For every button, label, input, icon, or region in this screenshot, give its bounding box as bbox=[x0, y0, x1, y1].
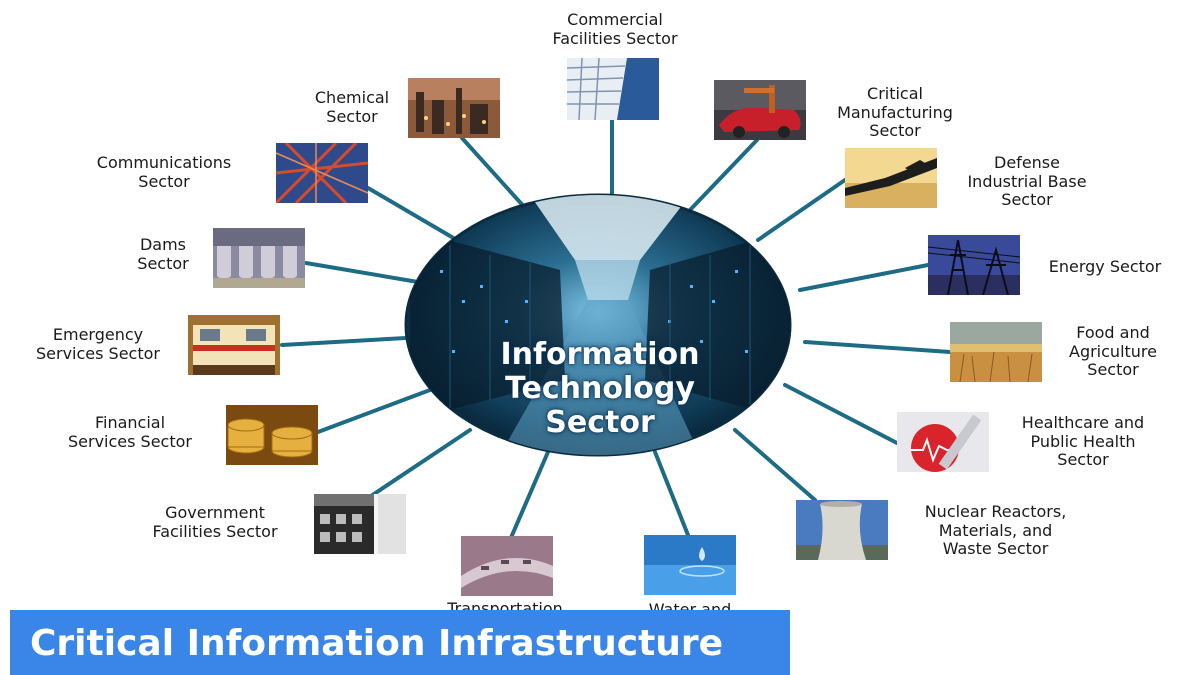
commercial-facilities-label: Commercial Facilities Sector bbox=[552, 10, 678, 48]
banner-title: Critical Information Infrastructure bbox=[30, 623, 724, 664]
government-facilities-label: Government Facilities Sector bbox=[152, 503, 278, 541]
chemical-sector-image bbox=[408, 78, 500, 138]
dams-sector-label: Dams Sector bbox=[137, 235, 189, 273]
defense-industrial-base-label: Defense Industrial Base Sector bbox=[967, 153, 1087, 209]
hub-circle bbox=[404, 193, 792, 457]
healthcare-public-health-image bbox=[897, 412, 989, 472]
food-agriculture-label: Food and Agriculture Sector bbox=[1069, 323, 1157, 379]
energy-sector-label: Energy Sector bbox=[1048, 257, 1162, 276]
nuclear-reactors-image bbox=[796, 500, 888, 560]
transportation-image bbox=[461, 536, 553, 596]
financial-services-label: Financial Services Sector bbox=[68, 413, 192, 451]
commercial-facilities-image bbox=[567, 58, 659, 120]
government-facilities-image bbox=[314, 494, 406, 554]
water-image bbox=[644, 535, 736, 595]
critical-manufacturing-label: Critical Manufacturing Sector bbox=[837, 84, 953, 140]
defense-industrial-base-image bbox=[845, 148, 937, 208]
healthcare-public-health-label: Healthcare and Public Health Sector bbox=[1021, 413, 1145, 469]
food-agriculture-image bbox=[950, 322, 1042, 382]
dams-sector-image bbox=[213, 228, 305, 288]
emergency-services-image bbox=[188, 315, 280, 375]
hub-label: Information Technology Sector bbox=[500, 337, 700, 440]
nuclear-reactors-label: Nuclear Reactors, Materials, and Waste S… bbox=[924, 502, 1067, 558]
energy-sector-image bbox=[928, 235, 1020, 295]
communications-sector-label: Communications Sector bbox=[96, 153, 232, 191]
critical-manufacturing-image bbox=[714, 80, 806, 140]
emergency-services-label: Emergency Services Sector bbox=[36, 325, 160, 363]
communications-sector-image bbox=[276, 143, 368, 203]
financial-services-image bbox=[226, 405, 318, 465]
title-banner: Critical Information Infrastructure bbox=[10, 610, 790, 675]
chemical-sector-label: Chemical Sector bbox=[314, 88, 390, 126]
